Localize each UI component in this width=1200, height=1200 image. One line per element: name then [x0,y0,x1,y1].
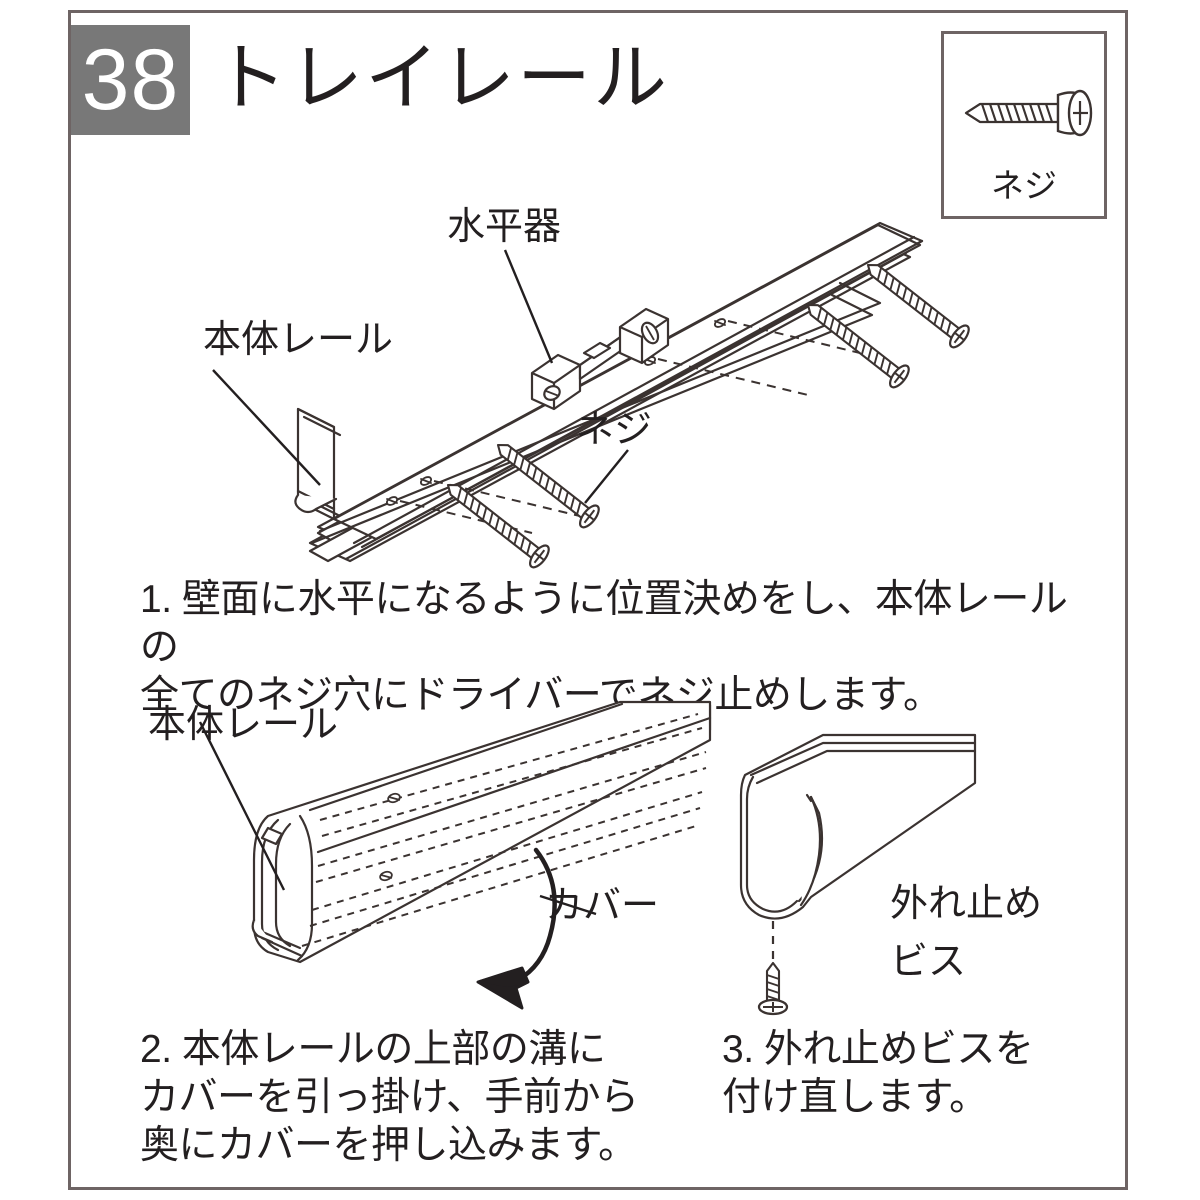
label-retainer-screw-line-2: ビス [890,941,967,983]
rail-mounting-figure [212,221,970,569]
screw-icon [964,89,1093,137]
instruction-step-2-line-2: カバーを引っ掛け、手前から [140,1076,639,1119]
page-number-badge: 38 [71,25,190,135]
spirit-level-icon [530,307,670,411]
label-main-rail-top: 本体レール [203,319,394,361]
cover-attach-figure [198,700,712,1010]
instruction-step-3-line-1: 3. 外れ止めビスを [722,1028,1034,1071]
retainer-screw-figure [739,733,977,1016]
instruction-step-2: 2. 本体レールの上部の溝に カバーを引っ掛け、手前から 奥にカバーを押し込みま… [140,1026,660,1170]
label-level: 水平器 [447,206,562,248]
parts-legend-box: ネジ [941,31,1107,219]
instruction-step-1-line-1: 1. 壁面に水平になるように位置決めをし、本体レールの [140,578,1068,669]
label-screw-top: ネジ [576,409,653,451]
screw-icon [806,303,910,389]
page-title: トレイレール [213,36,669,119]
instruction-step-3: 3. 外れ止めビスを 付け直します。 [722,1026,1062,1122]
retainer-screw-icon [757,961,789,1016]
instruction-step-1: 1. 壁面に水平になるように位置決めをし、本体レールの 全てのネジ穴にドライバー… [140,576,1080,720]
instruction-step-2-line-3: 奥にカバーを押し込みます。 [140,1124,637,1167]
parts-legend-label: ネジ [991,167,1057,204]
label-main-rail-bottom: 本体レール [148,704,339,746]
instruction-step-3-line-2: 付け直します。 [722,1076,988,1119]
instruction-step-2-line-1: 2. 本体レールの上部の溝に [140,1028,606,1071]
label-cover: カバー [545,885,660,927]
instruction-step-1-line-2: 全てのネジ穴にドライバーでネジ止めします。 [140,674,942,717]
screw-icon [866,263,970,349]
page-border [68,10,1128,1190]
screw-icon [496,443,600,529]
curved-push-arrow [476,847,557,1010]
screw-icon [446,483,550,569]
label-retainer-screw-line-1: 外れ止め [890,883,1043,925]
